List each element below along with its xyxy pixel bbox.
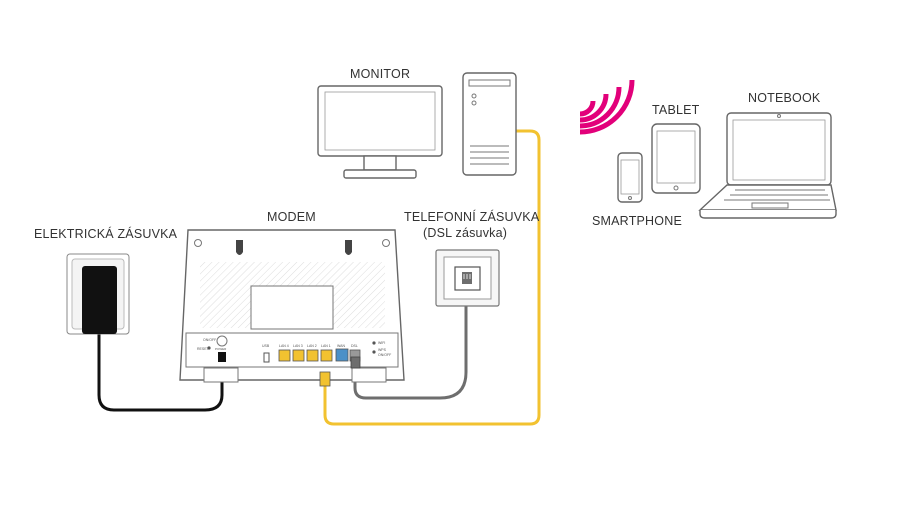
wan-label: WAN (337, 344, 346, 348)
monitor-icon (317, 85, 443, 179)
pc-tower-icon (462, 72, 517, 176)
ethernet-cable (323, 129, 541, 426)
lan3-label: LAN 3 (293, 344, 303, 348)
label-phone-line: TELEFONNÍ ZÁSUVKA (404, 210, 540, 224)
label-monitor: MONITOR (350, 67, 411, 81)
label-phone-line-sub: (DSL zásuvka) (423, 226, 508, 240)
dsl-cable (353, 292, 468, 400)
smartphone-icon (617, 152, 643, 203)
phone-jack-icon (435, 249, 500, 307)
lan4-label: LAN 4 (279, 344, 289, 348)
usb-label: USB (262, 344, 270, 348)
lan2-label: LAN 2 (307, 344, 317, 348)
notebook-icon (698, 112, 837, 219)
onoff-label: ON/OFF (203, 338, 216, 342)
modem-icon: ON/OFF RESET POWER USB LAN 4 LAN 3 LAN 2… (179, 229, 405, 387)
tablet-icon (651, 123, 701, 194)
power-adapter-icon (66, 253, 130, 335)
dsl-label: DSL (351, 344, 358, 348)
label-notebook: NOTEBOOK (748, 91, 821, 105)
label-socket: ELEKTRICKÁ ZÁSUVKA (34, 227, 178, 241)
label-smartphone: SMARTPHONE (592, 214, 682, 228)
power-cable (97, 333, 224, 412)
lan1-label: LAN 1 (321, 344, 331, 348)
reset-label: RESET (197, 347, 210, 351)
label-tablet: TABLET (652, 103, 700, 117)
label-modem: MODEM (267, 210, 316, 224)
wps-label: WPS (378, 348, 387, 352)
onoff-small-label: ON/OFF (378, 353, 391, 357)
power-label: POWER (215, 347, 227, 351)
wifi-label: WIFI (378, 341, 385, 345)
wifi-icon (579, 79, 635, 135)
